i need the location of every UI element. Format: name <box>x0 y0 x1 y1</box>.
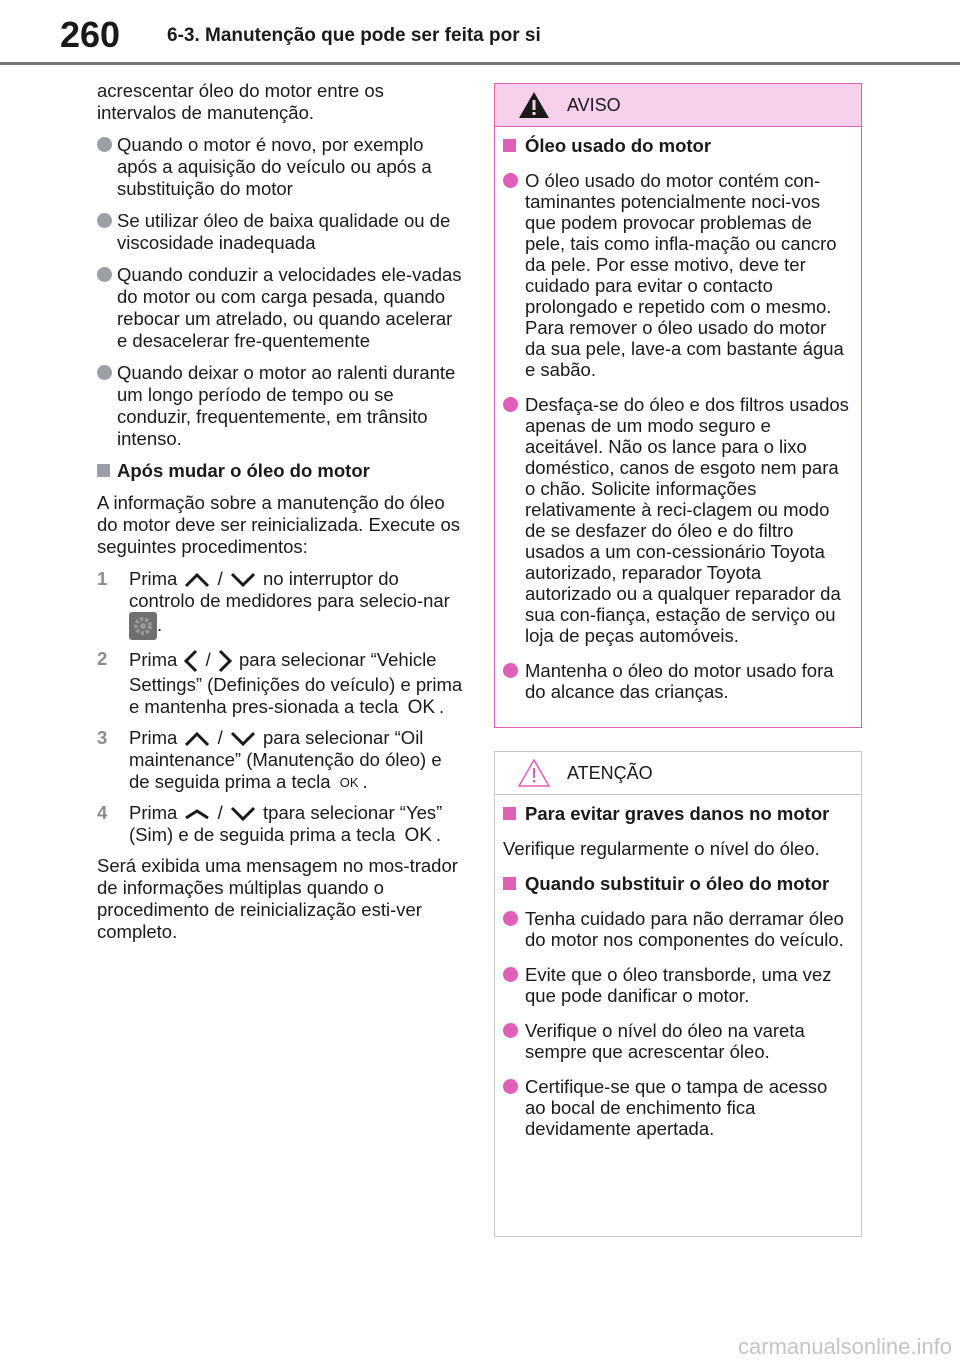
ok-key-icon: OK <box>407 697 436 719</box>
chevron-up-icon <box>185 809 210 820</box>
intro-text: acrescentar óleo do motor entre os inter… <box>97 80 384 123</box>
list-item: Tenha cuidado para não derramar óleo do … <box>503 908 849 950</box>
step-4: 4 Prima / tpara selecionar “Yes” (Sim) e… <box>97 802 443 847</box>
gear-icon <box>129 612 157 640</box>
bullet-icon <box>503 663 518 678</box>
bullet-icon <box>97 365 112 380</box>
bullet-icon <box>503 911 518 926</box>
bullet-icon <box>97 137 112 152</box>
bullet-icon <box>503 173 518 188</box>
square-bullet-icon <box>503 877 516 890</box>
chevron-right-icon <box>218 649 232 673</box>
header-rule <box>0 62 960 65</box>
ok-key-icon: OK <box>339 775 359 791</box>
atencao-box: ATENÇÃO Para evitar graves danos no moto… <box>494 751 862 1237</box>
page-number: 260 <box>60 14 121 55</box>
warning-triangle-icon <box>517 758 551 787</box>
atencao-header: ATENÇÃO <box>495 752 861 795</box>
chevron-down-icon <box>230 807 255 822</box>
list-item: Verifique o nível do óleo na vareta semp… <box>503 1020 849 1062</box>
list-item: Quando deixar o motor ao ralenti durante… <box>97 362 467 450</box>
step-number: 3 <box>97 727 108 749</box>
step-number: 4 <box>97 802 108 824</box>
step-3: 3 Prima / para selecionar “Oil maintenan… <box>97 727 467 794</box>
atencao-paragraph: Verifique regularmente o nível do óleo. <box>503 838 820 859</box>
bullet-icon <box>97 213 112 228</box>
square-bullet-icon <box>503 139 516 152</box>
procedure-intro: A informação sobre a manutenção do óleo … <box>97 492 460 557</box>
ok-key-icon: OK <box>404 825 432 847</box>
chevron-up-icon <box>185 572 210 588</box>
atencao-heading-2: Quando substituir o óleo do motor <box>503 873 849 894</box>
step-2: 2 Prima / para selecionar “Vehicle Setti… <box>97 648 463 719</box>
aviso-title: AVISO <box>567 95 621 115</box>
bullet-icon <box>503 967 518 982</box>
chevron-down-icon <box>230 732 255 747</box>
bullet-icon <box>503 1023 518 1038</box>
step-number: 1 <box>97 568 108 589</box>
section-heading: Após mudar o óleo do motor <box>97 460 467 482</box>
watermark: carmanualsonline.info <box>737 1334 952 1359</box>
warning-triangle-icon <box>519 92 549 118</box>
list-item: Evite que o óleo transborde, uma vez que… <box>503 964 849 1006</box>
bullet-icon <box>97 267 112 282</box>
closing-text: Será exibida uma mensagem no mos-trador … <box>97 855 458 943</box>
list-item: Se utilizar óleo de baixa qualidade ou d… <box>97 210 467 254</box>
list-item: Mantenha o óleo do motor usado fora do a… <box>503 660 849 702</box>
aviso-header: AVISO <box>495 84 861 127</box>
left-column: acrescentar óleo do motor entre os inter… <box>97 80 467 953</box>
aviso-heading: Óleo usado do motor <box>503 135 849 156</box>
list-item: Certifique-se que o tampa de acesso ao b… <box>503 1076 849 1139</box>
step-number: 2 <box>97 648 108 669</box>
bullet-icon <box>503 1079 518 1094</box>
section-title: 6-3. Manutenção que pode ser feita por s… <box>167 25 541 46</box>
list-item: Quando conduzir a velocidades ele-vadas … <box>97 264 467 352</box>
atencao-heading-1: Para evitar graves danos no motor <box>503 803 849 824</box>
bullet-icon <box>503 397 518 412</box>
list-item: O óleo usado do motor contém con-taminan… <box>503 170 849 380</box>
square-bullet-icon <box>503 807 516 820</box>
atencao-title: ATENÇÃO <box>567 763 653 783</box>
square-bullet-icon <box>97 464 110 477</box>
chevron-left-icon <box>184 649 198 673</box>
step-1: 1 Prima / no interruptor do controlo de … <box>97 568 467 640</box>
aviso-box: AVISO Óleo usado do motor O óleo usado d… <box>494 83 862 728</box>
chevron-up-icon <box>185 732 210 747</box>
list-item: Quando o motor é novo, por exemplo após … <box>97 134 467 200</box>
page-header: 260 6-3. Manutenção que pode ser feita p… <box>0 0 960 65</box>
chevron-down-icon <box>230 573 255 588</box>
list-item: Desfaça-se do óleo e dos filtros usados … <box>503 394 849 646</box>
